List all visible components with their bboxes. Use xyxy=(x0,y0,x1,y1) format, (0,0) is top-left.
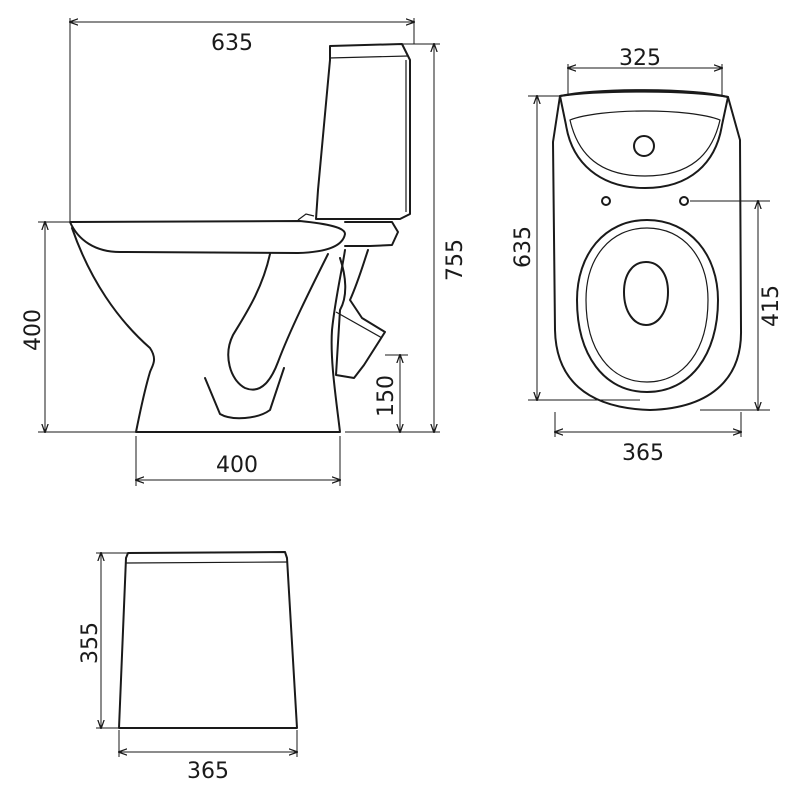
extension-lines xyxy=(38,18,770,757)
side-tank-lid-line xyxy=(328,55,409,59)
side-trapway xyxy=(227,253,329,391)
label-front-width: 365 xyxy=(187,759,229,784)
side-tank xyxy=(315,43,411,220)
top-seat xyxy=(576,219,719,393)
top-tank-inner xyxy=(569,110,721,177)
label-top-width: 365 xyxy=(622,441,664,466)
top-fixing-hole-left xyxy=(601,196,611,206)
front-tank-lid-line xyxy=(125,561,289,564)
label-outlet-height: 150 xyxy=(374,375,399,417)
side-seat xyxy=(69,220,346,254)
side-trap-bottom xyxy=(204,367,285,420)
label-side-length: 635 xyxy=(211,31,253,56)
label-tank-width: 325 xyxy=(619,46,661,71)
top-fixing-hole-right xyxy=(679,196,689,206)
side-view xyxy=(69,43,411,433)
top-tank xyxy=(559,89,729,189)
dimension-labels: 635 755 400 400 150 325 635 415 365 355 … xyxy=(21,31,784,784)
label-base-width: 400 xyxy=(216,453,258,478)
side-outlet xyxy=(335,249,386,379)
label-side-height: 755 xyxy=(443,239,468,281)
top-view xyxy=(552,89,743,411)
top-seat-inner xyxy=(585,227,709,383)
front-view xyxy=(118,551,298,729)
top-bowl-opening xyxy=(623,261,669,326)
dimension-lines xyxy=(38,18,770,757)
front-tank xyxy=(118,551,298,729)
label-front-height: 355 xyxy=(78,622,103,664)
top-outline xyxy=(552,90,743,411)
side-connector xyxy=(344,221,399,247)
label-seat-height: 400 xyxy=(21,309,46,351)
label-top-length: 635 xyxy=(511,226,536,268)
side-seat-hinge xyxy=(297,213,315,221)
side-bowl-body xyxy=(71,227,346,433)
label-bowl-length: 415 xyxy=(759,285,784,327)
top-flush-button xyxy=(633,135,655,157)
side-outlet-ring xyxy=(335,311,383,339)
